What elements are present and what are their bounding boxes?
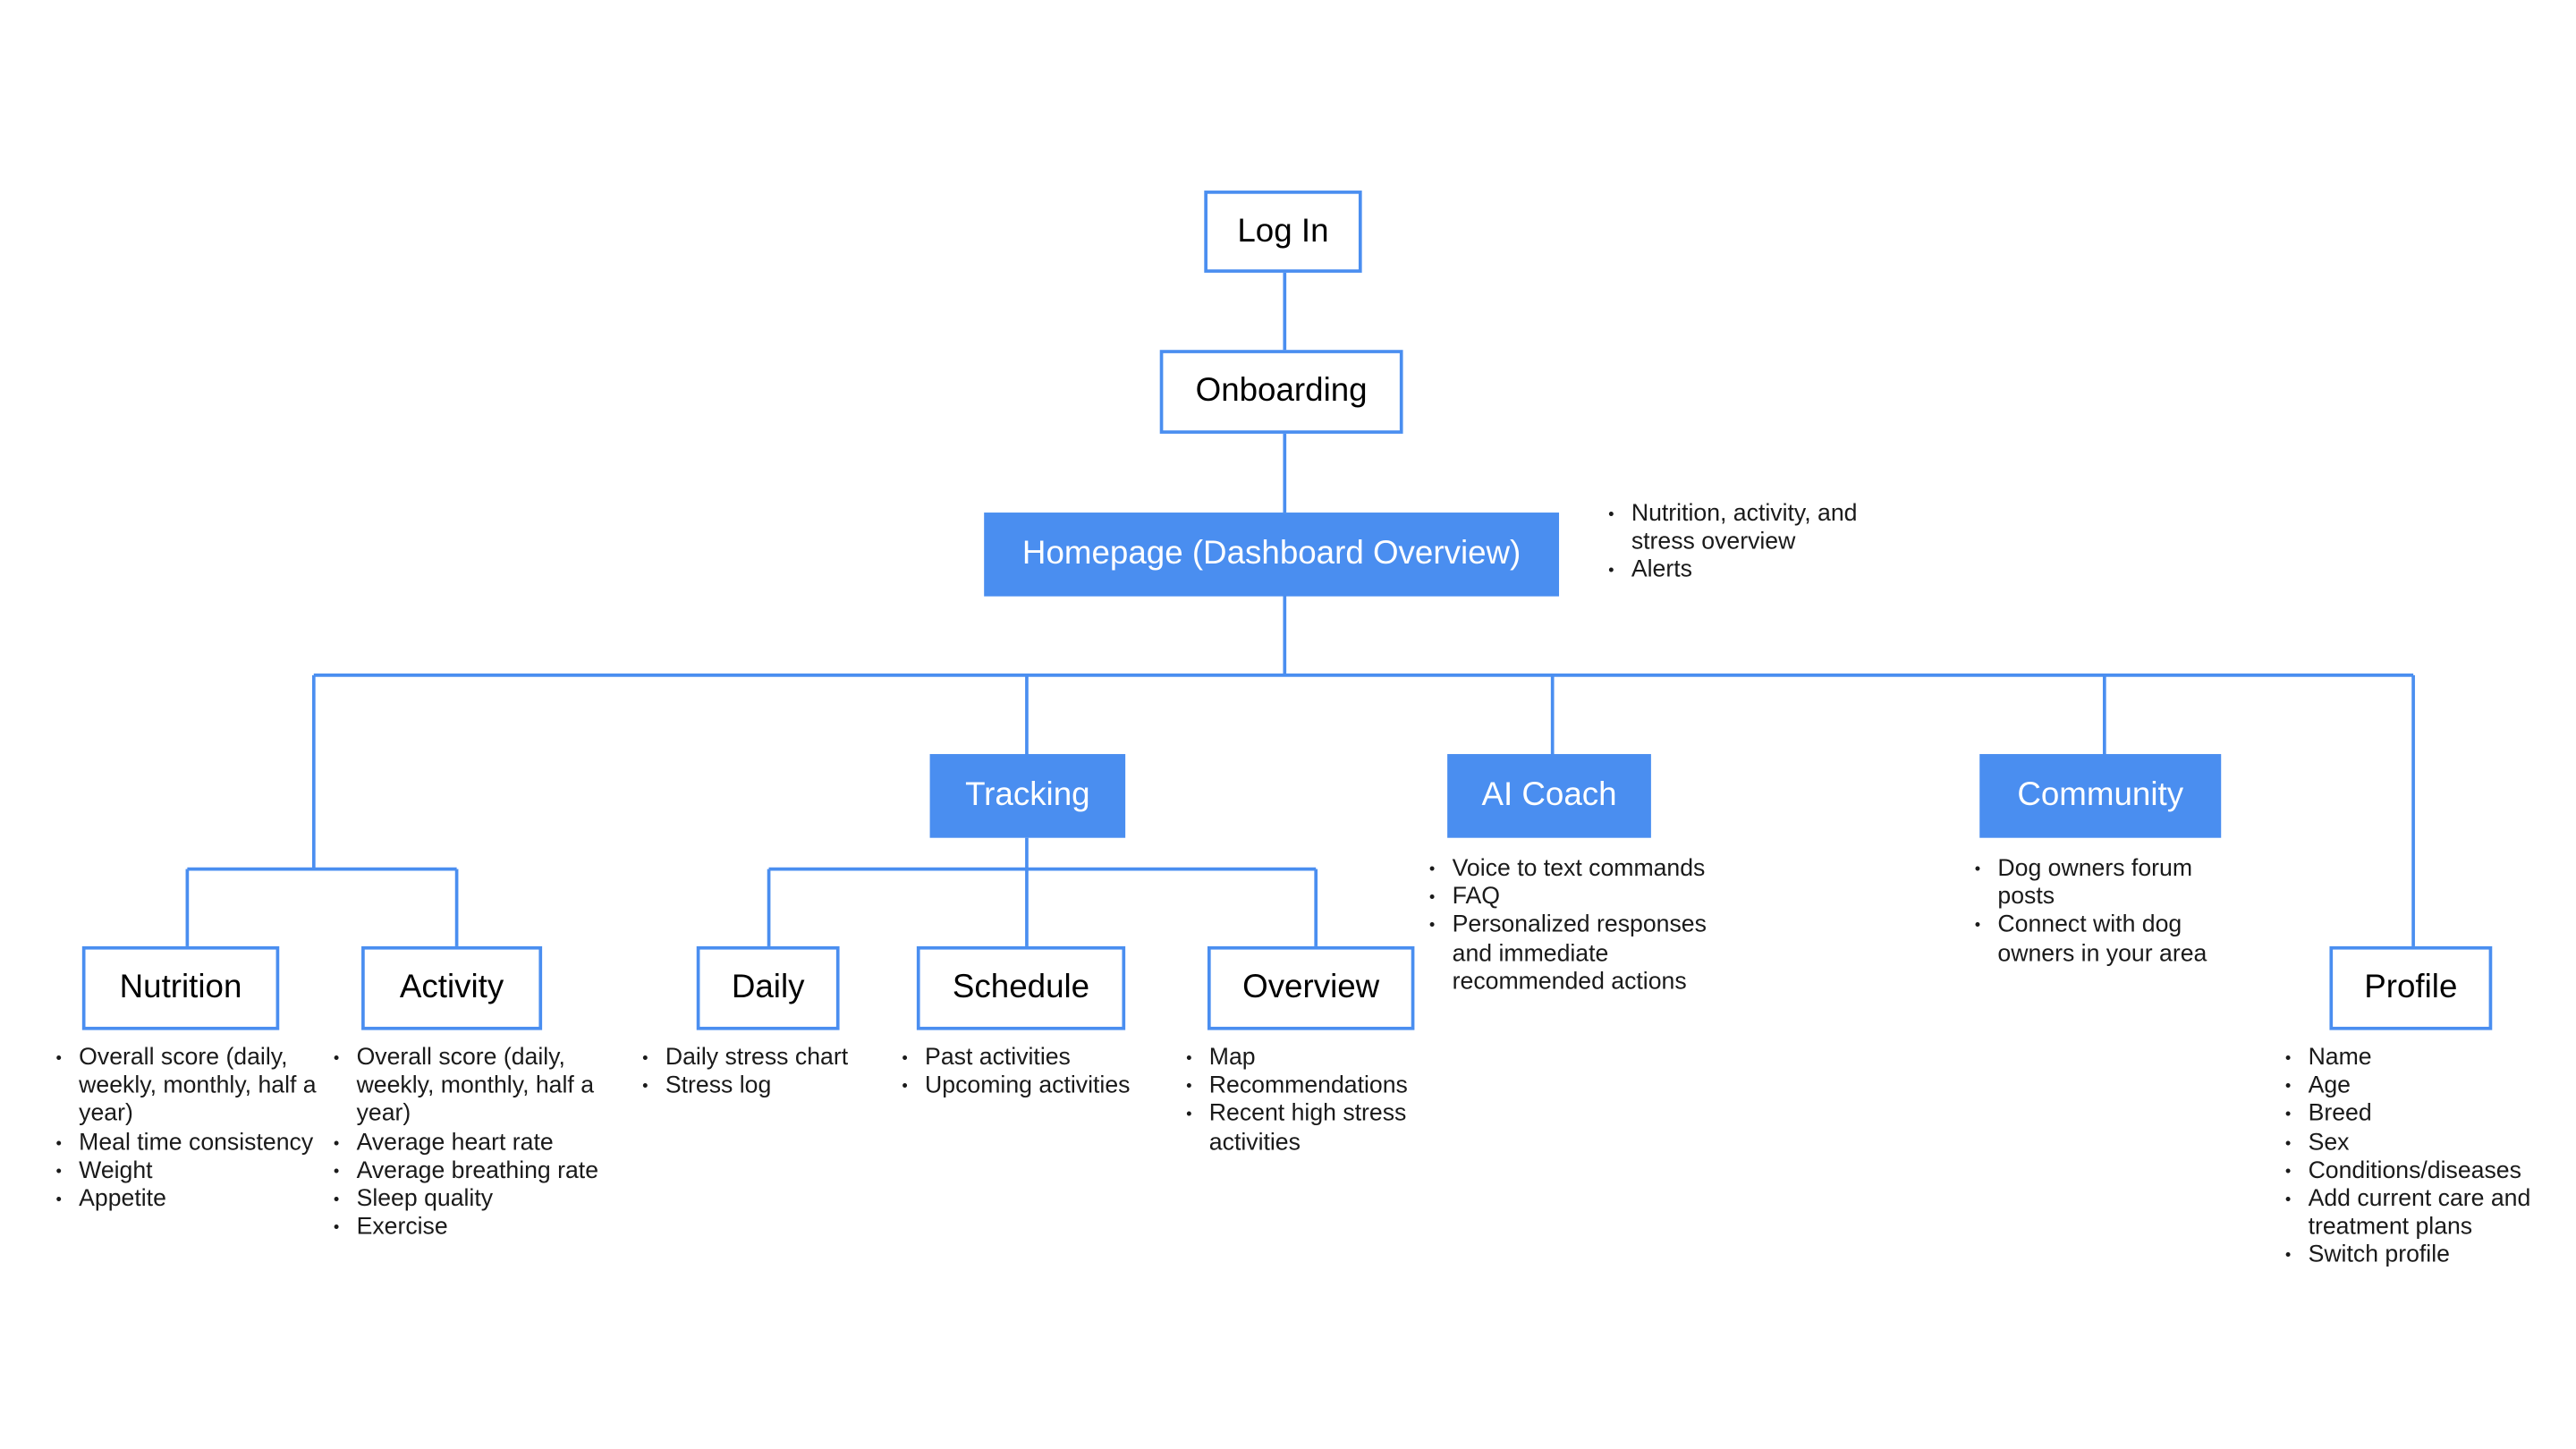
list-item: Appetite <box>55 1186 322 1215</box>
nutrition-notes: Overall score (daily, weekly, monthly, h… <box>55 1045 322 1215</box>
list-item: Recent high stress activities <box>1186 1101 1433 1157</box>
list-item: Dog owners forum posts <box>1975 856 2254 912</box>
list-item: Upcoming activities <box>902 1073 1173 1102</box>
profile-label: Profile <box>2364 969 2458 1006</box>
overview-node: Overview <box>1207 945 1415 1030</box>
list-item: Voice to text commands <box>1429 856 1725 885</box>
tracking-label: Tracking <box>965 776 1090 814</box>
list-item: Breed <box>2285 1101 2564 1130</box>
community-label: Community <box>2017 776 2184 814</box>
list-item: Map <box>1186 1045 1433 1073</box>
list-item: Sex <box>2285 1130 2564 1158</box>
daily-node: Daily <box>696 945 840 1030</box>
onboarding-node: Onboarding <box>1159 350 1403 434</box>
login-node: Log In <box>1204 191 1362 273</box>
list-item: Name <box>2285 1045 2564 1073</box>
list-item: Overall score (daily, weekly, monthly, h… <box>55 1045 322 1130</box>
list-item: FAQ <box>1429 885 1725 913</box>
activity-label: Activity <box>399 969 504 1006</box>
list-item: Daily stress chart <box>642 1045 889 1073</box>
list-item: Recommendations <box>1186 1073 1433 1102</box>
list-item: Overall score (daily, weekly, monthly, h… <box>334 1045 600 1130</box>
list-item: Switch profile <box>2285 1242 2564 1271</box>
list-item: Nutrition, activity, and stress overview <box>1608 501 1904 557</box>
overview-label: Overview <box>1242 969 1380 1006</box>
onboarding-label: Onboarding <box>1195 372 1368 410</box>
schedule-label: Schedule <box>952 969 1090 1006</box>
list-item: Personalized responses and immediate rec… <box>1429 912 1725 997</box>
tracking-node: Tracking <box>929 754 1126 838</box>
daily-notes: Daily stress chart Stress log <box>642 1045 889 1102</box>
community-node: Community <box>1979 754 2222 838</box>
nutrition-label: Nutrition <box>119 969 242 1006</box>
ai-coach-label: AI Coach <box>1481 776 1617 814</box>
ai-coach-notes: Voice to text commands FAQ Personalized … <box>1429 856 1725 997</box>
list-item: Exercise <box>334 1215 600 1243</box>
list-item: Stress log <box>642 1073 889 1102</box>
activity-node: Activity <box>361 945 543 1030</box>
list-item: Age <box>2285 1073 2564 1102</box>
ai-coach-node: AI Coach <box>1447 754 1651 838</box>
profile-node: Profile <box>2329 945 2493 1030</box>
list-item: Sleep quality <box>334 1186 600 1215</box>
activity-notes: Overall score (daily, weekly, monthly, h… <box>334 1045 600 1243</box>
homepage-label: Homepage (Dashboard Overview) <box>1021 535 1521 572</box>
list-item: Meal time consistency <box>55 1130 322 1158</box>
homepage-node: Homepage (Dashboard Overview) <box>984 513 1560 597</box>
list-item: Conditions/diseases <box>2285 1158 2564 1187</box>
list-item: Past activities <box>902 1045 1173 1073</box>
list-item: Average heart rate <box>334 1130 600 1158</box>
schedule-node: Schedule <box>916 945 1126 1030</box>
profile-notes: Name Age Breed Sex Conditions/diseases A… <box>2285 1045 2564 1271</box>
daily-label: Daily <box>731 969 805 1006</box>
list-item: Weight <box>55 1158 322 1187</box>
list-item: Add current care and treatment plans <box>2285 1186 2564 1242</box>
nutrition-node: Nutrition <box>81 945 280 1030</box>
list-item: Connect with dog owners in your area <box>1975 912 2254 969</box>
homepage-notes: Nutrition, activity, and stress overview… <box>1608 501 1904 586</box>
list-item: Alerts <box>1608 557 1904 586</box>
schedule-notes: Past activities Upcoming activities <box>902 1045 1173 1102</box>
community-notes: Dog owners forum posts Connect with dog … <box>1975 856 2254 969</box>
login-label: Log In <box>1237 212 1329 250</box>
overview-notes: Map Recommendations Recent high stress a… <box>1186 1045 1433 1157</box>
list-item: Average breathing rate <box>334 1158 600 1187</box>
